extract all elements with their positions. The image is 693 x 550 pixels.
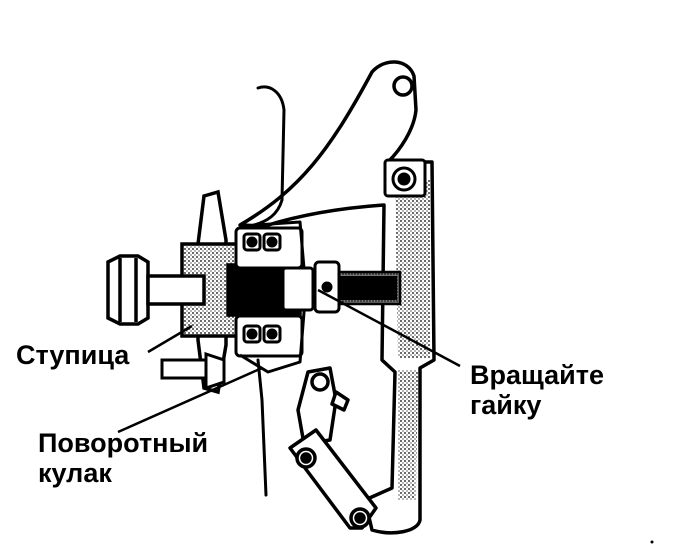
speck bbox=[650, 540, 654, 544]
label-rotate-nut-line1: Вращайте bbox=[470, 360, 604, 390]
lower-linkage bbox=[288, 366, 378, 530]
label-hub-text: Ступица bbox=[16, 340, 130, 370]
bearing-upper bbox=[234, 226, 304, 270]
leader-knuckle bbox=[117, 366, 263, 434]
leader-nut bbox=[317, 288, 461, 368]
label-rotate-nut: Вращайте гайку bbox=[470, 360, 604, 420]
label-steering-knuckle-line1: Поворотный bbox=[38, 428, 209, 458]
center-nut bbox=[281, 260, 341, 314]
leader-hub bbox=[147, 324, 193, 354]
label-hub: Ступица bbox=[16, 340, 129, 370]
upper-bolt bbox=[383, 158, 427, 198]
hub-bolt bbox=[106, 254, 206, 326]
bearing-lower bbox=[234, 314, 304, 358]
lower-pin bbox=[160, 351, 226, 391]
knuckle-body bbox=[239, 220, 307, 374]
label-rotate-nut-line2: гайку bbox=[470, 390, 542, 420]
leader-lines bbox=[117, 288, 461, 434]
label-steering-knuckle-line2: кулак bbox=[38, 458, 112, 488]
label-steering-knuckle: Поворотный кулак bbox=[38, 428, 208, 488]
wire-lines bbox=[248, 85, 286, 497]
